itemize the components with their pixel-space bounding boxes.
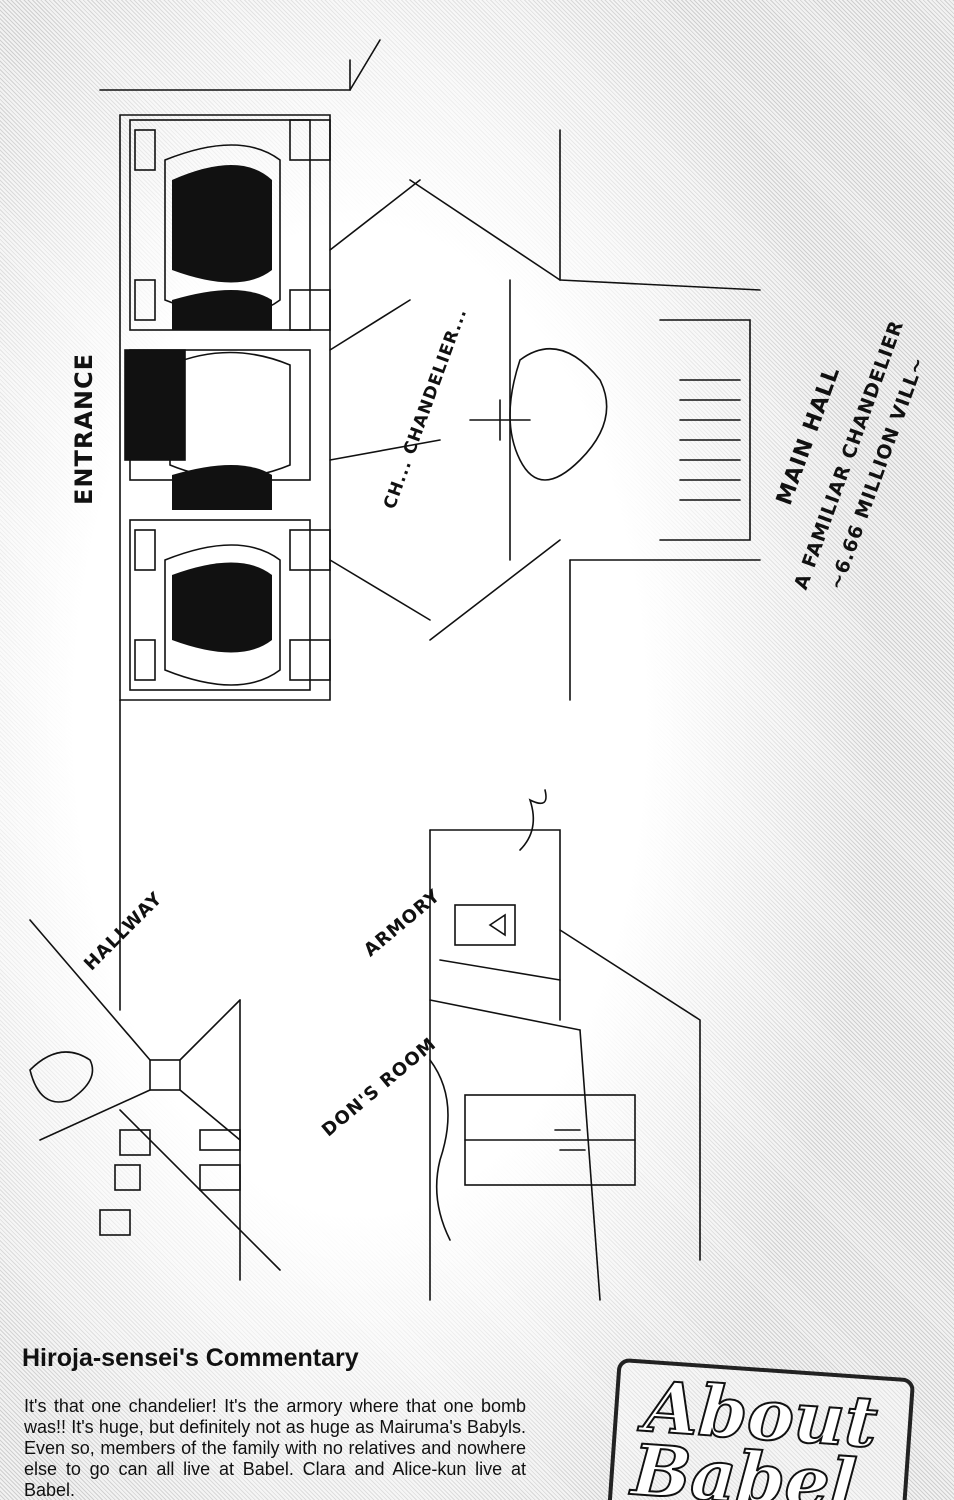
label-entrance: ENTRANCE [70,353,98,505]
entrance-facade-sketch [99,39,381,1011]
about-babel-stamp: About Babel [606,1357,916,1500]
armory-room-sketch [429,789,701,1301]
hallway-sketch [29,919,281,1281]
stamp-line-2: Babel [628,1427,860,1500]
commentary-title: Hiroja-sensei's Commentary [22,1344,359,1372]
commentary-body: It's that one chandelier! It's the armor… [24,1396,526,1500]
main-hall-sketch [329,129,761,701]
